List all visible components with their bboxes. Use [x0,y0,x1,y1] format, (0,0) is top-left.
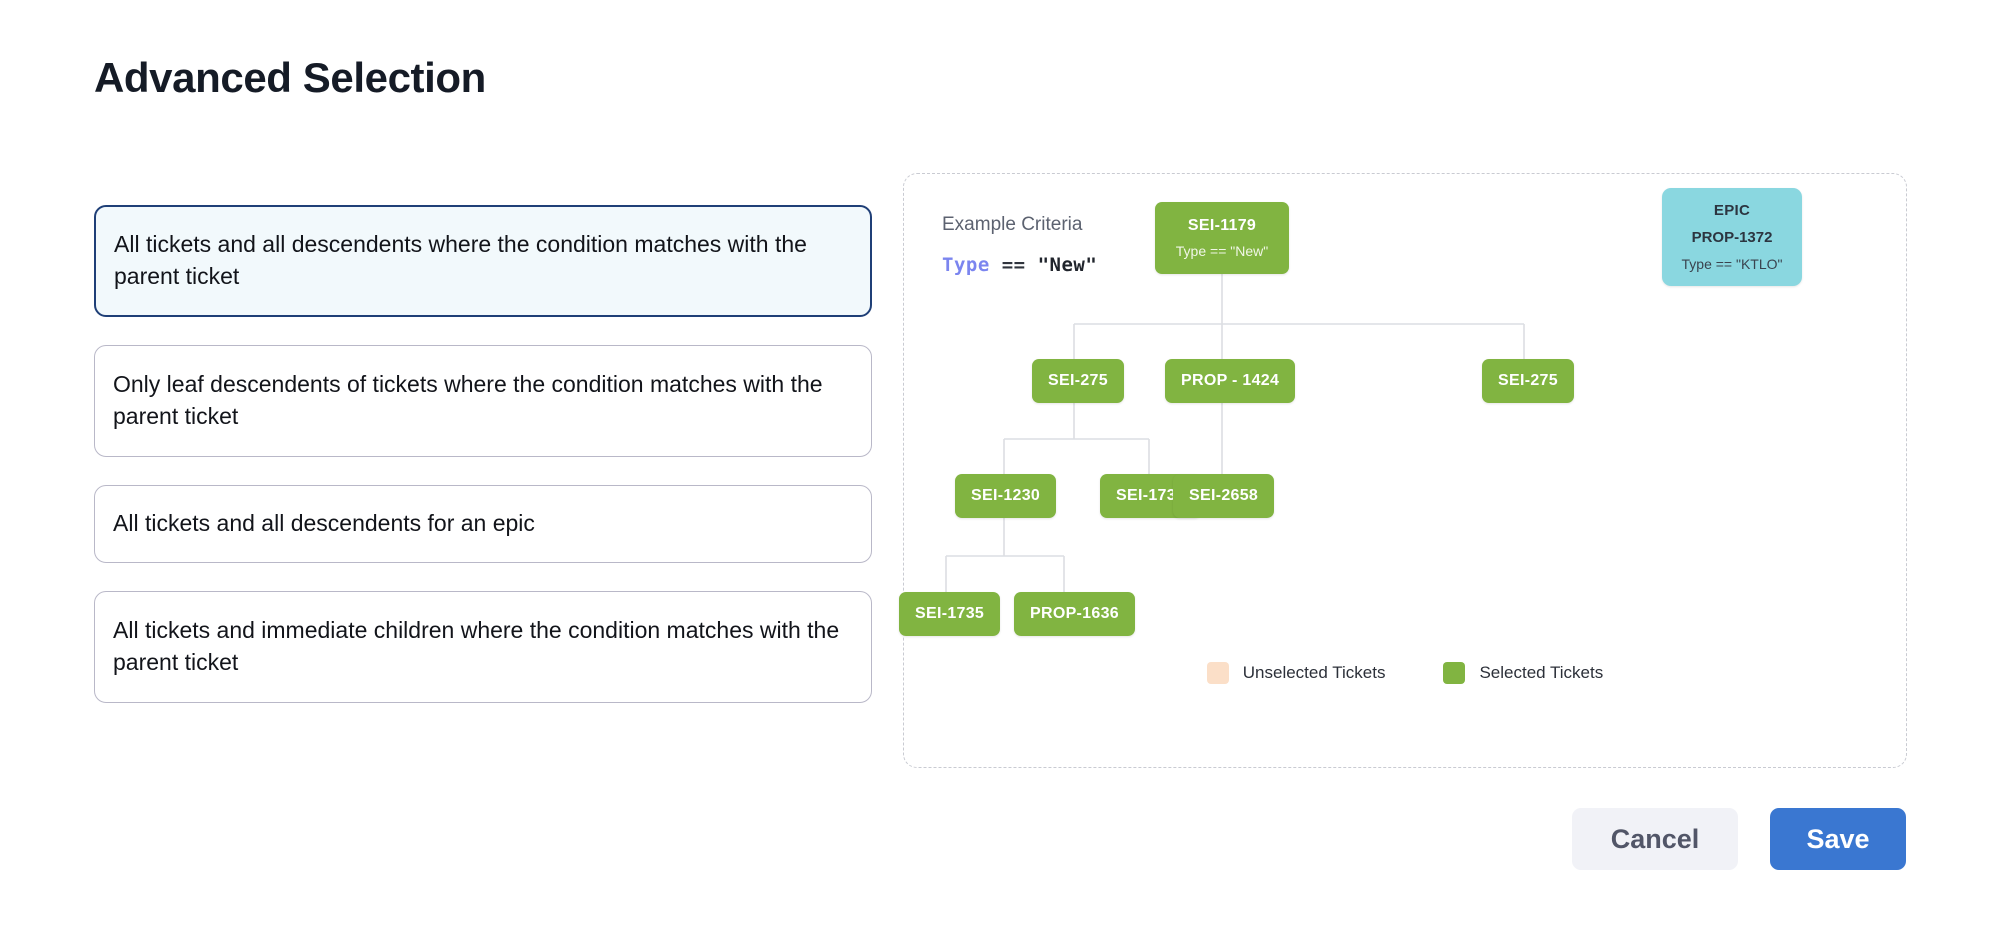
option-card-all-descendents[interactable]: All tickets and all descendents where th… [94,205,872,317]
tree-node-sei-1735-row4[interactable]: SEI-1735 [899,592,1001,636]
tree-node-label: SEI-1735 [915,605,985,622]
option-card-immediate-children[interactable]: All tickets and immediate children where… [94,590,872,703]
tree-node-sublabel: PROP-1372 [1691,229,1773,246]
option-label: Only leaf descendents of tickets where t… [113,371,823,429]
legend-label: Unselected Tickets [1242,663,1386,682]
tree-node-label: PROP - 1424 [1181,372,1280,389]
tree-node-label: SEI-1179 [1187,217,1257,234]
tree-node-condition: Type == "KTLO" [1681,256,1783,272]
criteria-keyword: Type [942,254,990,276]
tree-connector-lines [945,274,1525,592]
tree-node-sei-1179[interactable]: SEI-1179 Type == "New" [1155,202,1289,274]
option-label: All tickets and immediate children where… [113,617,840,675]
tree-node-label: SEI-275 [1498,372,1558,389]
option-label: All tickets and all descendents where th… [114,231,807,289]
tree-node-epic-prop-1372[interactable]: EPIC PROP-1372 Type == "KTLO" [1662,188,1802,286]
dialog-footer: Cancel Save [1572,808,1906,870]
save-button[interactable]: Save [1770,808,1906,870]
page-title: Advanced Selection [94,54,486,101]
criteria-expression: Type == "New" [942,254,1097,276]
tree-node-condition: Type == "New" [1175,243,1269,259]
tree-node-prop-1424[interactable]: PROP - 1424 [1165,359,1296,403]
tree-node-sei-1230[interactable]: SEI-1230 [955,474,1057,518]
legend-item-unselected: Unselected Tickets [1206,662,1386,684]
tree-node-label: SEI-1735 [1116,487,1186,504]
cancel-button[interactable]: Cancel [1572,808,1738,870]
legend-label: Selected Tickets [1479,663,1604,682]
tree-node-sei-275-right[interactable]: SEI-275 [1482,359,1574,403]
tree-node-label: SEI-2658 [1189,487,1259,504]
tree-node-label: PROP-1636 [1030,605,1119,622]
criteria-operator: == [1001,254,1026,276]
tree-node-prop-1636[interactable]: PROP-1636 [1014,592,1135,636]
diagram-legend: Unselected Tickets Selected Tickets [904,662,1906,684]
criteria-title: Example Criteria [942,214,1083,235]
option-card-leaf-descendents[interactable]: Only leaf descendents of tickets where t… [94,345,872,457]
tree-node-label: SEI-1230 [971,487,1041,504]
example-diagram-panel: Example Criteria Type == "New" [899,173,1907,768]
tree-node-sei-275-left[interactable]: SEI-275 [1032,359,1124,403]
example-criteria-block: Example Criteria Type == "New" [942,214,1097,276]
tree-node-sei-2658[interactable]: SEI-2658 [1173,474,1275,518]
legend-item-selected: Selected Tickets [1443,662,1603,684]
criteria-value: "New" [1037,254,1098,276]
selection-options-list: All tickets and all descendents where th… [94,205,872,703]
legend-swatch-unselected [1206,662,1229,684]
ticket-hierarchy-tree: EPIC PROP-1372 Type == "KTLO" SEI-1179 T… [899,174,1906,767]
tree-node-label: SEI-275 [1048,372,1108,389]
option-card-epic-descendents[interactable]: All tickets and all descendents for an e… [94,485,872,563]
option-label: All tickets and all descendents for an e… [113,510,535,536]
legend-swatch-selected [1443,662,1466,684]
tree-node-label: EPIC [1713,202,1751,219]
